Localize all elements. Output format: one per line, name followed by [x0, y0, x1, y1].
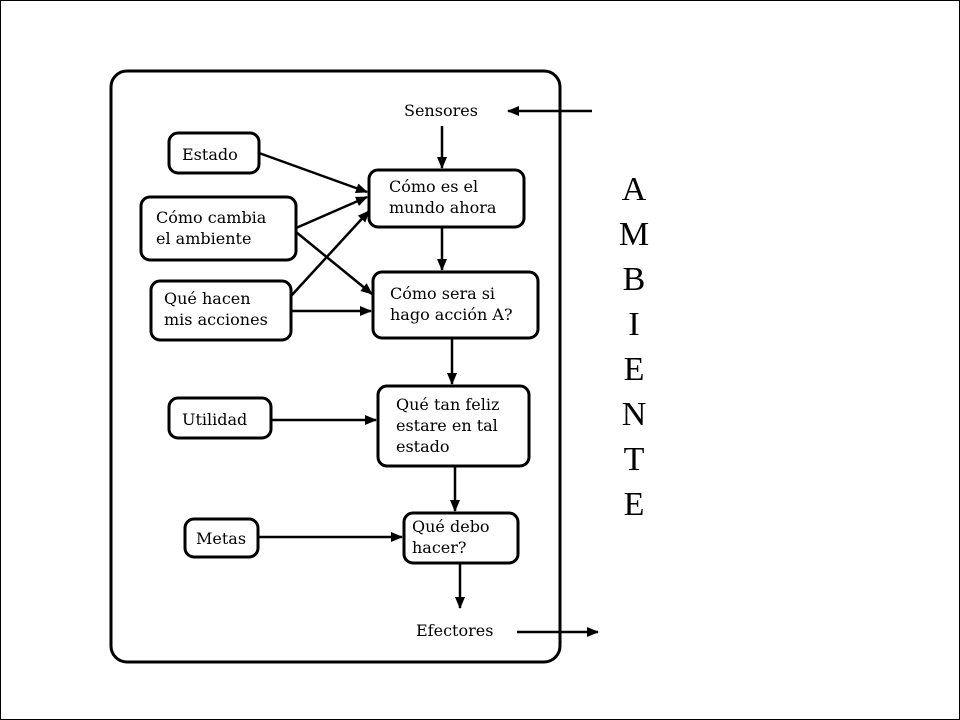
- environment-letter: E: [624, 486, 645, 523]
- node-estado: Estado: [167, 131, 261, 175]
- arrows: [258, 106, 599, 637]
- environment-letter: B: [623, 261, 646, 298]
- node-metas: Metas: [183, 517, 260, 559]
- node-como-cambia: Cómo cambia el ambiente: [139, 195, 298, 262]
- node-que-hacen-text: Qué hacen mis acciones: [164, 289, 268, 329]
- node-text-line: Metas: [196, 529, 246, 548]
- node-utilidad-text: Utilidad: [182, 410, 247, 429]
- environment-letter: N: [622, 396, 647, 433]
- sensors-label: Sensores: [404, 101, 478, 120]
- node-text-line: el ambiente: [156, 229, 251, 248]
- arrow-estado-to-como-es: [258, 151, 368, 194]
- node-estado-text: Estado: [182, 145, 238, 164]
- node-como-cambia-text: Cómo cambia el ambiente: [156, 208, 267, 248]
- node-metas-text: Metas: [196, 529, 246, 548]
- node-text-line: Cómo es el: [389, 177, 478, 196]
- arrow-hacen-to-como-es: [290, 210, 370, 297]
- node-text-line: Qué hacen: [164, 289, 251, 308]
- node-text-line: Estado: [182, 145, 238, 164]
- environment-letter: I: [628, 306, 639, 343]
- node-text-line: hacer?: [412, 538, 467, 557]
- node-que-debo: Qué debo hacer?: [402, 511, 520, 565]
- node-como-sera: Cómo sera si hago acción A?: [371, 270, 540, 340]
- node-text-line: mundo ahora: [389, 198, 497, 217]
- node-text-line: estare en tal: [396, 416, 498, 435]
- node-que-hacen: Qué hacen mis acciones: [149, 279, 293, 342]
- node-text-line: Cómo cambia: [156, 208, 267, 227]
- node-como-es-text: Cómo es el mundo ahora: [389, 177, 497, 217]
- node-que-tan-feliz-text: Qué tan feliz estare en tal estado: [396, 395, 499, 456]
- node-text-line: mis acciones: [164, 310, 268, 329]
- node-que-tan-feliz: Qué tan feliz estare en tal estado: [376, 384, 531, 468]
- arrow-cambia-to-como-es: [295, 195, 368, 230]
- node-text-line: Utilidad: [182, 410, 247, 429]
- node-text-line: hago acción A?: [390, 305, 513, 324]
- node-como-es: Cómo es el mundo ahora: [367, 168, 526, 229]
- agent-boundary: [109, 69, 562, 664]
- node-text-line: Qué debo: [412, 517, 490, 536]
- node-text-line: Cómo sera si: [390, 284, 495, 303]
- node-text-line: Qué tan feliz: [396, 395, 499, 414]
- environment-letter: T: [624, 441, 645, 478]
- node-utilidad: Utilidad: [167, 396, 273, 440]
- environment-letter: E: [624, 351, 645, 388]
- environment-letter: M: [619, 216, 649, 253]
- effectors-label: Efectores: [416, 621, 493, 640]
- environment-letter: A: [622, 171, 647, 208]
- node-text-line: estado: [396, 437, 450, 456]
- node-que-debo-text: Qué debo hacer?: [412, 517, 490, 557]
- node-como-sera-text: Cómo sera si hago acción A?: [390, 284, 513, 324]
- arrow-cambia-to-como-sera: [295, 231, 373, 295]
